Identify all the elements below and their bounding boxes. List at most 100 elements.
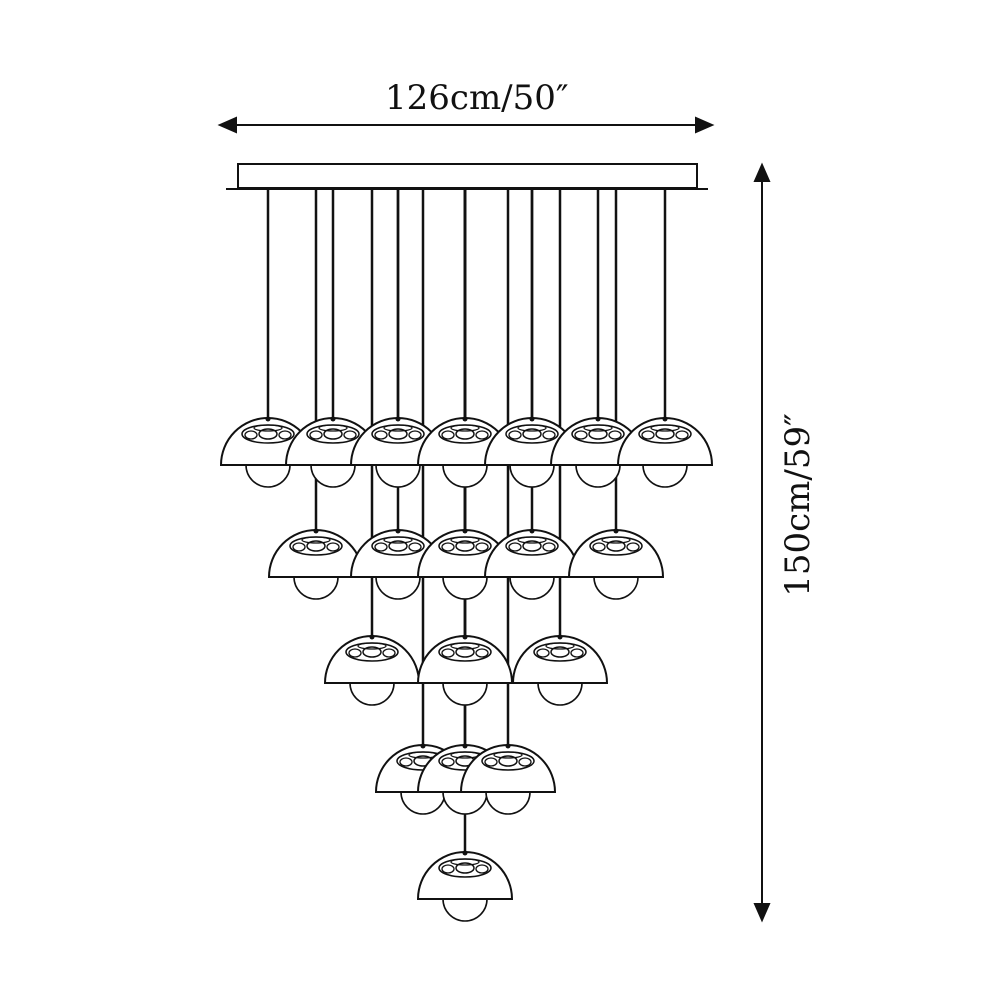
shade-ring-icon xyxy=(517,424,547,432)
bulb-icon xyxy=(442,464,488,488)
height-dimension-label: 150cm/59″ xyxy=(778,413,818,597)
shade-ring-icon xyxy=(493,751,523,759)
bulb-icon xyxy=(593,576,639,600)
ceiling-canopy xyxy=(226,163,708,190)
bulb-icon xyxy=(400,791,446,815)
cord-cap-icon xyxy=(395,528,401,534)
shade-ring-icon xyxy=(574,430,588,440)
bulb-icon xyxy=(509,576,555,600)
cord-cap-icon xyxy=(529,528,535,534)
cord-cap-icon xyxy=(265,416,271,422)
shade-ring-icon xyxy=(536,648,550,658)
pendant-lamp-icon xyxy=(416,634,514,706)
shade-ring-icon xyxy=(518,757,532,767)
shade-ring-icon xyxy=(450,642,480,650)
bulb-icon xyxy=(485,791,531,815)
bulb-icon xyxy=(442,898,488,922)
shade-ring-icon xyxy=(357,642,387,650)
shade-ring-icon xyxy=(455,540,475,552)
shade-ring-icon xyxy=(362,646,382,658)
shade-ring-icon xyxy=(455,428,475,440)
shade-ring-icon xyxy=(498,755,518,767)
shade-ring-icon xyxy=(408,430,422,440)
shade-ring-icon xyxy=(441,542,455,552)
shade-ring-icon xyxy=(441,648,455,658)
shade-ring-icon xyxy=(441,430,455,440)
shade-ring-icon xyxy=(550,646,570,658)
cord-cap-icon xyxy=(420,743,426,749)
shade-ring-icon xyxy=(450,424,480,432)
height-arrow-icon xyxy=(753,162,771,923)
shade-ring-icon xyxy=(588,428,608,440)
shade-ring-icon xyxy=(608,430,622,440)
shade-ring-icon xyxy=(508,430,522,440)
shade-ring-icon xyxy=(655,428,675,440)
shade-ring-icon xyxy=(374,430,388,440)
cord-cap-icon xyxy=(330,416,336,422)
shade-ring-icon xyxy=(508,542,522,552)
shade-ring-icon xyxy=(258,428,278,440)
shade-ring-icon xyxy=(382,648,396,658)
shade-ring-icon xyxy=(441,757,455,767)
width-dimension-label: 126cm/50″ xyxy=(385,78,569,118)
shade-ring-icon xyxy=(306,540,326,552)
shade-ring-icon xyxy=(542,542,556,552)
bulb-icon xyxy=(375,464,421,488)
pendant-lamp-icon xyxy=(483,528,581,600)
shade-ring-icon xyxy=(244,430,258,440)
shade-ring-icon xyxy=(475,864,489,874)
bulb-icon xyxy=(310,464,356,488)
bulb-icon xyxy=(349,682,395,706)
cord-cap-icon xyxy=(557,634,563,640)
shade-ring-icon xyxy=(348,648,362,658)
pendant-lamp-icon xyxy=(511,634,609,706)
shade-ring-icon xyxy=(383,536,413,544)
cord-cap-icon xyxy=(462,850,468,856)
bulb-icon xyxy=(442,682,488,706)
shade-ring-icon xyxy=(253,424,283,432)
shade-ring-icon xyxy=(455,862,475,874)
cord-cap-icon xyxy=(369,634,375,640)
shade-ring-icon xyxy=(475,542,489,552)
shade-ring-icon xyxy=(606,540,626,552)
shade-ring-icon xyxy=(309,430,323,440)
bulb-icon xyxy=(575,464,621,488)
cord-cap-icon xyxy=(462,416,468,422)
shade-ring-icon xyxy=(450,858,480,866)
cord-cap-icon xyxy=(462,634,468,640)
shade-ring-icon xyxy=(475,430,489,440)
shade-ring-icon xyxy=(388,428,408,440)
shade-ring-icon xyxy=(601,536,631,544)
shade-ring-icon xyxy=(522,540,542,552)
shade-ring-icon xyxy=(278,430,292,440)
shade-ring-icon xyxy=(343,430,357,440)
shade-ring-icon xyxy=(484,757,498,767)
shade-ring-icon xyxy=(626,542,640,552)
bulb-icon xyxy=(442,576,488,600)
cord-cap-icon xyxy=(595,416,601,422)
shade-ring-icon xyxy=(374,542,388,552)
pendant-lamp-icon xyxy=(567,528,665,600)
shade-ring-icon xyxy=(450,536,480,544)
cord-cap-icon xyxy=(462,743,468,749)
shade-ring-icon xyxy=(522,428,542,440)
shade-ring-icon xyxy=(399,757,413,767)
pendant-lamp-icon xyxy=(416,850,514,922)
pendant-lamp-icon xyxy=(459,743,557,815)
cord-cap-icon xyxy=(313,528,319,534)
cord-cap-icon xyxy=(613,528,619,534)
shade-ring-icon xyxy=(583,424,613,432)
shade-ring-icon xyxy=(323,428,343,440)
bulb-icon xyxy=(293,576,339,600)
cord-cap-icon xyxy=(529,416,535,422)
shade-ring-icon xyxy=(388,540,408,552)
cord-cap-icon xyxy=(505,743,511,749)
shade-ring-icon xyxy=(675,430,689,440)
shade-ring-icon xyxy=(326,542,340,552)
shade-ring-icon xyxy=(292,542,306,552)
shade-ring-icon xyxy=(441,864,455,874)
shade-ring-icon xyxy=(650,424,680,432)
shade-ring-icon xyxy=(545,642,575,650)
